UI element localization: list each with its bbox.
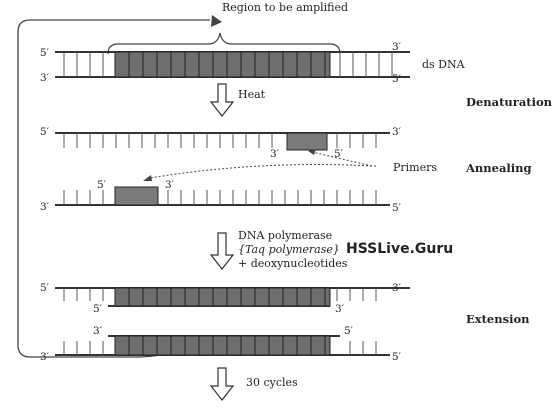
prod2-bottom-3prime: 3′ (40, 351, 50, 363)
primer-pointer-bottom (149, 164, 376, 179)
prod2-region-lines (128, 336, 326, 355)
denatured-bottom-group: 5′ 3′ 3′ 5′ (40, 179, 402, 214)
top-primer (286, 132, 328, 151)
top-ss-rungs (63, 133, 377, 148)
polymerase-step: DNA polymerase {Taq polymerase} + deoxyn… (209, 229, 348, 270)
polymerase-line-2: {Taq polymerase} (238, 243, 340, 256)
prod2-bottom-5prime: 5′ (392, 351, 402, 363)
prod2-region (114, 335, 331, 356)
ds-dna-group: 5′ 3′ 3′ 5′ ds DNA (40, 41, 466, 85)
stage-extension: Extension (466, 312, 530, 326)
ds-region-lines (128, 52, 326, 77)
stage-denaturation: Denaturation (466, 95, 553, 109)
ds-rungs (63, 52, 393, 77)
region-title: Region to be amplified (222, 1, 348, 14)
primer-pointer-top-arrowhead (308, 149, 316, 155)
cycles-arrow-icon (209, 367, 235, 401)
heat-arrow: Heat (209, 83, 266, 117)
stage-annealing: Annealing (465, 161, 532, 175)
ds-bottom-3prime: 3′ (40, 72, 50, 84)
denatured-top-group: 5′ 3′ 3′ 5′ (40, 126, 402, 160)
prod1-region (114, 287, 331, 307)
prod2-rungs (63, 341, 377, 355)
den-top-3prime: 3′ (392, 126, 402, 138)
primers-label: Primers (393, 161, 437, 174)
top-primer-5prime: 5′ (334, 148, 344, 160)
ds-amplified-region (114, 51, 331, 78)
prod1-new-5prime: 5′ (93, 303, 103, 315)
prod1-new-3prime: 3′ (335, 303, 345, 315)
bottom-primer-5prime: 5′ (97, 179, 107, 191)
heat-arrow-icon (209, 83, 235, 117)
den-top-5prime: 5′ (40, 126, 50, 138)
prod1-region-lines (128, 288, 326, 306)
den-bottom-5prime: 5′ (392, 202, 402, 214)
watermark: HSSLive.Guru (346, 241, 453, 257)
prod1-top-5prime: 5′ (40, 282, 50, 294)
prod1-top-3prime: 3′ (392, 282, 402, 294)
top-primer-3prime: 3′ (270, 148, 280, 160)
bottom-ss-rungs (63, 190, 377, 205)
bottom-primer (114, 186, 159, 206)
prod1-rungs (63, 288, 377, 301)
ds-bottom-5prime: 5′ (392, 73, 402, 85)
cycle-loop-arrowhead (211, 15, 222, 27)
den-bottom-3prime: 3′ (40, 201, 50, 213)
ds-top-3prime: 3′ (392, 41, 402, 53)
primer-pointer-bottom-arrowhead (143, 175, 152, 181)
cycles-step: 30 cycles (209, 367, 298, 401)
ds-dna-label: ds DNA (422, 58, 466, 71)
region-brace (107, 32, 341, 55)
heat-label: Heat (238, 88, 266, 101)
cycles-label: 30 cycles (246, 376, 298, 389)
polymerase-arrow-icon (209, 232, 235, 270)
primers-annotation: Primers (143, 149, 437, 181)
bottom-primer-3prime: 3′ (165, 179, 175, 191)
polymerase-line-1: DNA polymerase (238, 229, 332, 242)
product-two-group: 3′ 5′ 3′ 5′ (40, 325, 402, 363)
polymerase-line-3: + deoxynucleotides (238, 257, 348, 270)
prod2-new-3prime: 3′ (93, 325, 103, 337)
product-one-group: 5′ 3′ 5′ 3′ (40, 282, 410, 315)
ds-top-5prime: 5′ (40, 47, 50, 59)
prod2-new-5prime: 5′ (344, 325, 354, 337)
